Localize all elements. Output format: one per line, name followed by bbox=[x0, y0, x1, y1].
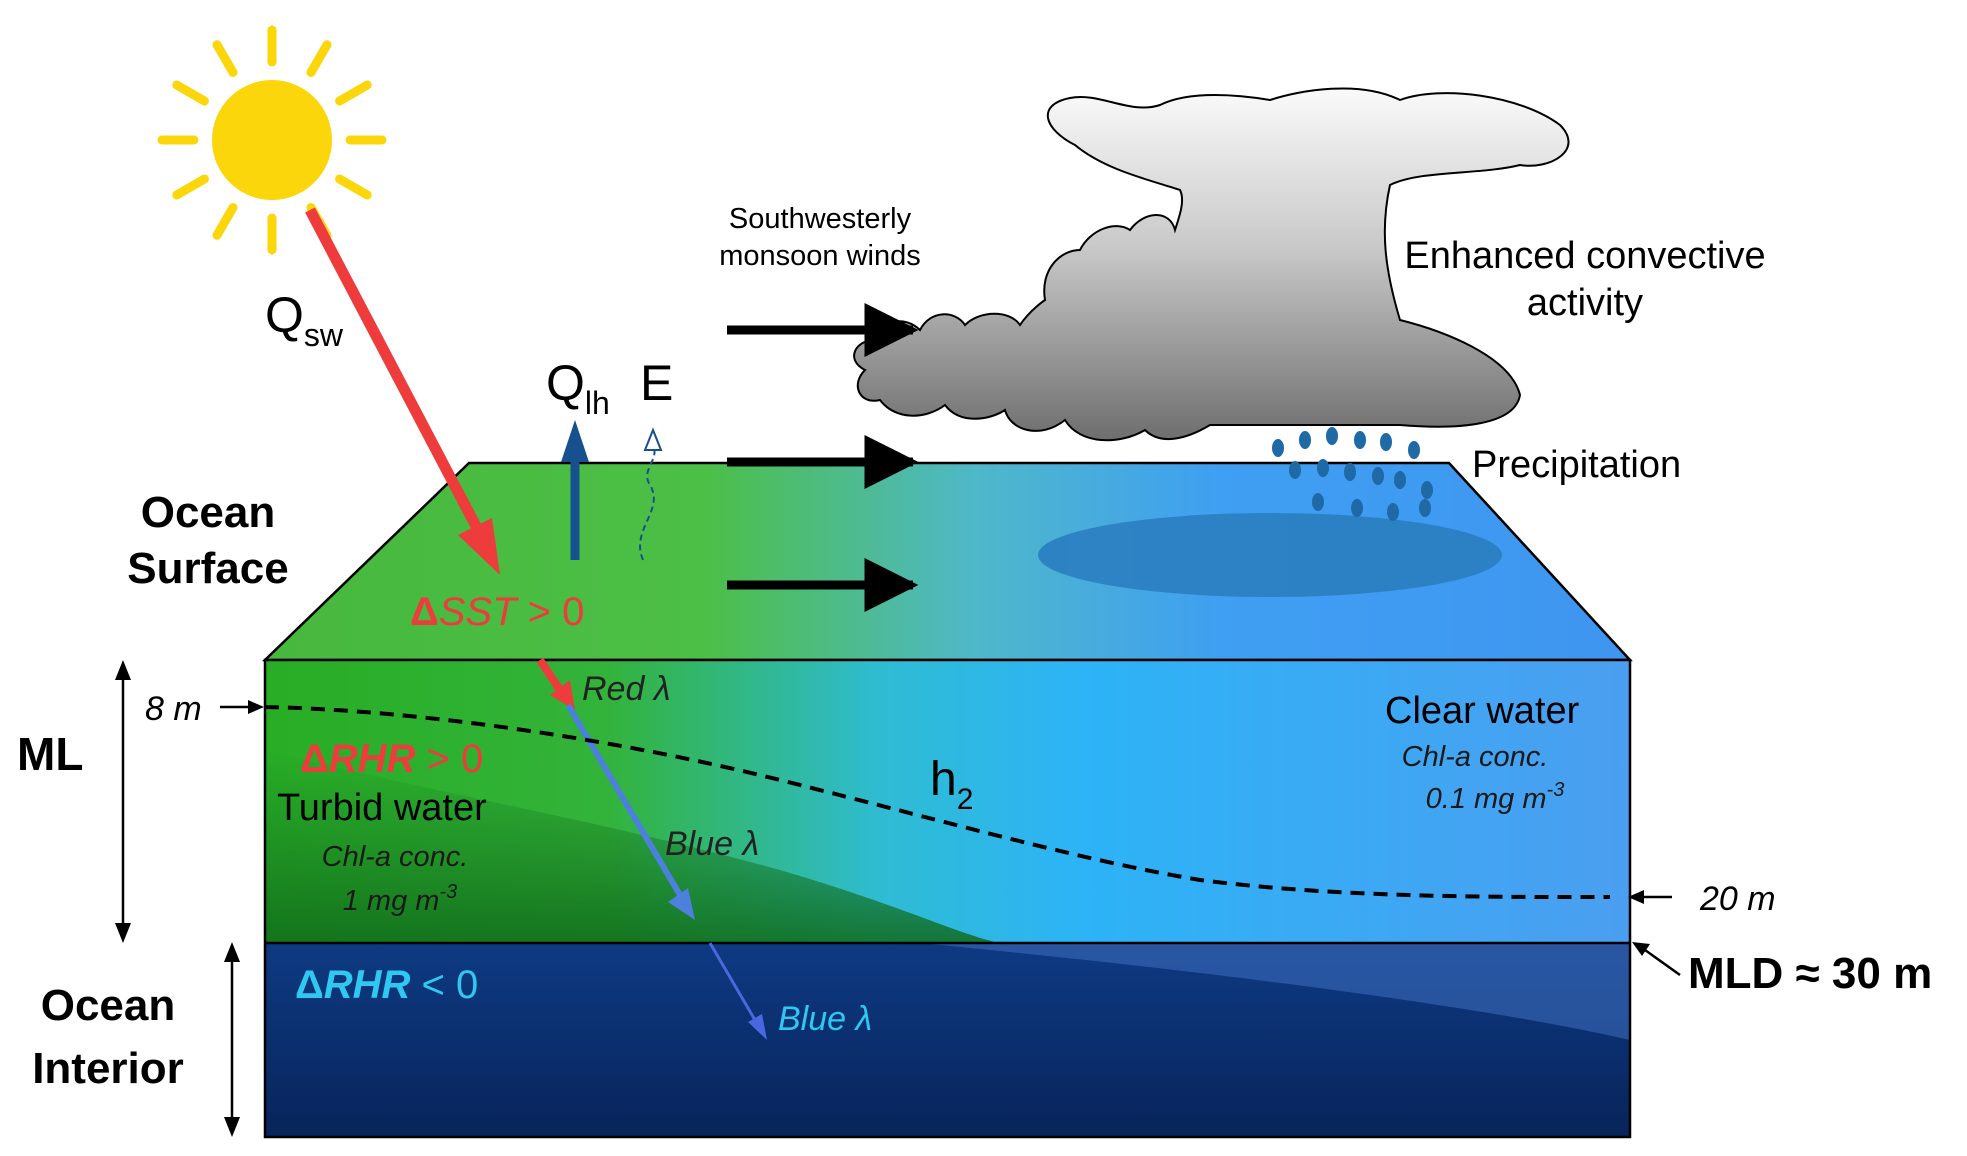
rhr-ml-anomaly-label: ΔRHR > 0 bbox=[300, 737, 483, 781]
ocean-interior-label: Ocean bbox=[41, 981, 176, 1030]
h2-label: h2 bbox=[930, 753, 973, 816]
mld-label: MLD ≈ 30 m bbox=[1688, 949, 1932, 998]
shortwave-arrow bbox=[305, 207, 500, 575]
red-light-label: Red λ bbox=[582, 670, 671, 708]
wind-arrows bbox=[727, 303, 919, 612]
rhr-interior-anomaly-label: ΔRHR < 0 bbox=[295, 963, 478, 1007]
cool-patch bbox=[1038, 513, 1502, 597]
evaporation-label: E bbox=[640, 355, 673, 411]
sun-ray bbox=[335, 174, 372, 200]
clear-chl-label: Chl-a conc. bbox=[1402, 741, 1549, 773]
interior-glow bbox=[920, 943, 1630, 1040]
ml-label: ML bbox=[17, 728, 83, 780]
depth-20m-label: 20 m bbox=[1699, 880, 1776, 918]
rain-drop bbox=[1344, 463, 1356, 481]
sun-ray bbox=[212, 40, 238, 77]
penetration-depth-line bbox=[264, 705, 1611, 900]
rain-drop bbox=[1289, 461, 1301, 479]
labels: Ocean Surface ML Ocean Interior Qsw Qlh … bbox=[17, 203, 1932, 1093]
qsw-label: Qsw bbox=[265, 287, 344, 353]
turbid-shading bbox=[265, 750, 1000, 943]
rain-drop bbox=[1317, 459, 1329, 477]
sun-icon bbox=[157, 25, 387, 255]
precipitation-label: Precipitation bbox=[1472, 444, 1681, 486]
rain-drop bbox=[1394, 471, 1406, 489]
latent-heat-arrow bbox=[561, 420, 589, 560]
precipitation-drops bbox=[1272, 427, 1433, 521]
blue-light-interior-label: Blue λ bbox=[778, 1000, 872, 1038]
rain-drop bbox=[1421, 481, 1433, 499]
turbid-chl-label: Chl-a conc. bbox=[322, 841, 469, 873]
clear-water-label: Clear water bbox=[1385, 690, 1580, 732]
rain-drop bbox=[1380, 433, 1392, 451]
interior-dimension-arrow bbox=[224, 942, 240, 1137]
ocean-interior-label-2: Interior bbox=[32, 1044, 184, 1093]
sun-ray bbox=[335, 80, 372, 106]
blue-light-ml-label: Blue λ bbox=[665, 825, 759, 863]
rain-drop bbox=[1354, 431, 1366, 449]
rain-drop bbox=[1351, 499, 1363, 517]
sst-anomaly-label: ΔSST > 0 bbox=[410, 590, 584, 634]
winds-label: Southwesterly bbox=[729, 203, 912, 235]
evaporation-arrow bbox=[639, 427, 663, 561]
rain-drop bbox=[1312, 493, 1324, 511]
rain-drop bbox=[1372, 467, 1384, 485]
clear-chl-value: 0.1 mg m-3 bbox=[1426, 779, 1565, 815]
rain-drop bbox=[1387, 503, 1399, 521]
sun-ray bbox=[172, 174, 209, 200]
turbid-chl-value: 1 mg m-3 bbox=[343, 881, 457, 917]
rain-drop bbox=[1408, 441, 1420, 459]
rain-drop bbox=[1419, 499, 1431, 517]
ocean-surface-label-2: Surface bbox=[127, 544, 288, 593]
ocean-block bbox=[261, 461, 1633, 1139]
qlh-label: Qlh bbox=[546, 355, 610, 421]
rain-drop bbox=[1272, 439, 1284, 457]
turbid-water-label: Turbid water bbox=[277, 787, 487, 829]
depth-pointers bbox=[220, 700, 1681, 977]
rain-drop bbox=[1299, 431, 1311, 449]
sun-ray bbox=[172, 80, 209, 106]
winds-label-2: monsoon winds bbox=[719, 240, 921, 272]
convection-label-2: activity bbox=[1527, 282, 1643, 324]
cloud-icon bbox=[853, 87, 1570, 442]
sun-ray bbox=[212, 203, 238, 240]
depth-8m-label: 8 m bbox=[145, 690, 202, 728]
light-rays bbox=[536, 657, 767, 1040]
ocean-surface-label: Ocean bbox=[141, 488, 276, 537]
ml-dimension-arrow bbox=[115, 660, 131, 943]
convection-label: Enhanced convective bbox=[1404, 235, 1765, 277]
sun-ray bbox=[306, 40, 332, 77]
rain-drop bbox=[1326, 427, 1338, 445]
